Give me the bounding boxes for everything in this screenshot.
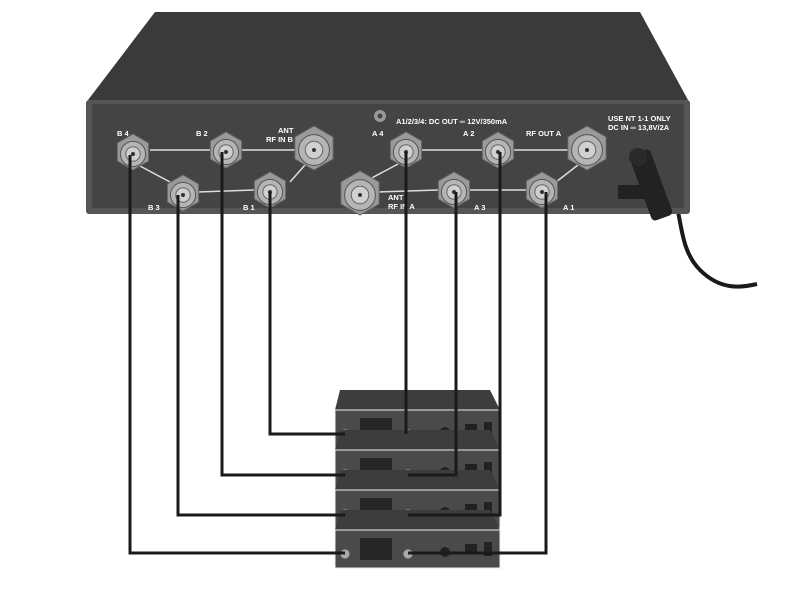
label-b1: B 1 [243, 203, 255, 212]
receiver-dc-in [484, 422, 492, 436]
power-plug [629, 149, 673, 221]
label-b2: B 2 [196, 129, 208, 138]
label-ant-a-2: RF IN A [388, 202, 415, 211]
cable-b1 [268, 192, 345, 436]
label-ant-b-1: ANT [278, 126, 294, 135]
connector-a3 [437, 171, 471, 209]
cable-b3 [176, 195, 345, 517]
label-b4: B 4 [117, 129, 130, 138]
label-power-1: USE NT 1-1 ONLY [608, 114, 671, 123]
connector-ant-rf-in-b [294, 125, 334, 171]
power-plug-clip [618, 185, 646, 199]
receiver-display [360, 538, 392, 560]
cable-b4 [128, 155, 345, 555]
label-a3: A 3 [474, 203, 485, 212]
cable-a1 [408, 192, 548, 555]
connector-b4 [116, 133, 150, 171]
receiver-dc-in [484, 542, 492, 556]
connector-a1 [525, 171, 559, 209]
cable-a2 [408, 152, 502, 517]
receiver-dc-in [484, 502, 492, 516]
label-a2: A 2 [463, 129, 474, 138]
label-ant-a-1: ANT [388, 193, 404, 202]
connector-rf-out-a [567, 125, 607, 171]
label-rf-out-a: RF OUT A [526, 129, 562, 138]
receiver-ethernet-port [465, 464, 477, 474]
cable-a3 [408, 192, 458, 477]
receiver-ethernet-port [465, 504, 477, 514]
connector-ant-rf-in-a [340, 170, 380, 216]
label-a1: A 1 [563, 203, 574, 212]
label-dc-out: A1/2/3/4: DC OUT ═ 12V/350mA [396, 117, 508, 126]
antenna-splitter: B 4 B 2 B 3 B 1 ANT RF IN B A 4 A1/2/3/4… [86, 12, 690, 221]
label-a4: A 4 [372, 129, 384, 138]
label-power-2: DC IN ═ 13,8V/2A [608, 123, 670, 132]
connector-a2 [481, 131, 515, 169]
receiver-dc-in [484, 462, 492, 476]
label-ant-b-2: RF IN B [266, 135, 294, 144]
label-b3: B 3 [148, 203, 160, 212]
receiver-ethernet-port [465, 544, 477, 554]
receiver-ethernet-port [465, 424, 477, 434]
receiver-4 [334, 510, 501, 569]
connector-b2 [209, 131, 243, 169]
cable-b2 [220, 152, 345, 477]
